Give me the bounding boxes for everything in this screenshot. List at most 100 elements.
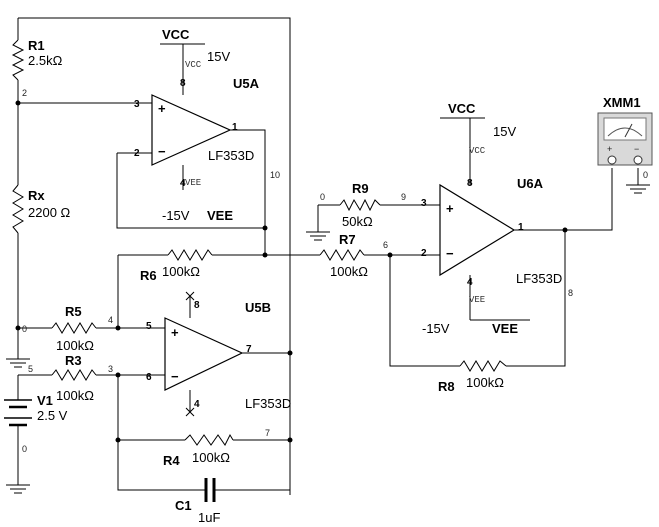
opamp-u5a-pin-1: 1 (232, 122, 238, 133)
opamp-u5b[interactable]: + − 5 6 7 8 4 U5B LF353D (146, 300, 291, 411)
resistor-r8-ref: R8 (438, 379, 455, 394)
opamp-u5a-plus-sign: + (158, 101, 166, 116)
node-4-label: 4 (108, 315, 113, 325)
node-0-r9-label: 0 (320, 192, 325, 202)
opamp-u6a-pin-4: 4 (467, 277, 473, 288)
resistor-r9[interactable]: R9 50kΩ (339, 181, 381, 229)
opamp-u5b-model: LF353D (245, 396, 291, 411)
vcc-pin-tag-u5a: VCC (185, 60, 202, 70)
supply-u5a: VCC 15V VCC VEE -15V VEE (162, 27, 233, 223)
vee-value-u6a: -15V (422, 321, 450, 336)
opamp-u5b-plus-sign: + (171, 325, 179, 340)
opamp-u5a-pin-3: 3 (134, 99, 140, 110)
voltage-source-v1-ref: V1 (37, 393, 53, 408)
node-6-label: 6 (383, 240, 388, 250)
opamp-u5b-pin-6: 6 (146, 372, 152, 383)
resistor-r4[interactable]: R4 100kΩ (163, 433, 234, 468)
resistor-r5[interactable]: R5 100kΩ (51, 304, 97, 353)
capacitor-c1-ref: C1 (175, 498, 192, 513)
opamp-u5a[interactable]: + − 3 2 1 8 4 U5A LF353D (134, 76, 260, 189)
ground-source (6, 484, 30, 494)
resistor-r5-ref: R5 (65, 304, 82, 319)
node-labels: 2 10 0 9 6 8 0 4 0 5 3 0 7 (22, 88, 648, 454)
capacitor-c1-value: 1uF (198, 510, 220, 525)
resistor-r3-value: 100kΩ (56, 388, 94, 403)
resistor-r4-value: 100kΩ (192, 450, 230, 465)
opamp-u6a-minus-sign: − (446, 246, 454, 261)
node-2-label: 2 (22, 88, 27, 98)
voltage-source-v1-value: 2.5 V (37, 408, 68, 423)
opamp-u6a-plus-sign: + (446, 201, 454, 216)
opamp-u5a-pin-8: 8 (180, 78, 186, 89)
vee-value-u5a: -15V (162, 208, 190, 223)
resistor-r6-ref: R6 (140, 268, 157, 283)
opamp-u5a-minus-sign: − (158, 144, 166, 159)
opamp-u5b-pin-7: 7 (246, 344, 252, 355)
resistor-rx[interactable]: Rx 2200 Ω (12, 184, 71, 234)
node-0-left-label: 0 (22, 324, 27, 334)
opamp-u6a-pin-3: 3 (421, 198, 427, 209)
opamp-u5a-model: LF353D (208, 148, 254, 163)
resistor-r8[interactable]: R8 100kΩ (438, 360, 507, 394)
supply-u6a: VCC 15V VCC VEE -15V VEE (422, 101, 518, 336)
opamp-u6a-ref: U6A (517, 176, 544, 191)
vcc-value-u6a: 15V (493, 124, 516, 139)
opamp-u5a-ref: U5A (233, 76, 260, 91)
vee-label-u6a: VEE (492, 321, 518, 336)
resistor-r4-ref: R4 (163, 453, 180, 468)
multimeter-minus: − (634, 144, 639, 154)
opamp-u5b-pin-5: 5 (146, 321, 152, 332)
opamp-u5b-pin-8: 8 (194, 300, 200, 311)
resistor-rx-ref: Rx (28, 188, 45, 203)
resistor-r9-value: 50kΩ (342, 214, 373, 229)
opamp-u6a-pin-1: 1 (518, 222, 524, 233)
capacitor-c1[interactable]: C1 1uF (175, 478, 225, 525)
vcc-value-u5a: 15V (207, 49, 230, 64)
vee-label-u5a: VEE (207, 208, 233, 223)
resistor-r1[interactable]: R1 2.5kΩ (11, 38, 63, 81)
resistor-r7[interactable]: R7 100kΩ (319, 232, 368, 279)
vcc-label-u6a: VCC (448, 101, 476, 116)
node-5-label: 5 (28, 364, 33, 374)
opamp-u5a-pin-2: 2 (134, 148, 140, 159)
resistor-r6[interactable]: R6 100kΩ (140, 249, 213, 283)
opamp-u5b-minus-sign: − (171, 369, 179, 384)
resistor-r5-value: 100kΩ (56, 338, 94, 353)
node-0-meter-label: 0 (643, 170, 648, 180)
resistor-r1-ref: R1 (28, 38, 45, 53)
opamp-u6a-model: LF353D (516, 271, 562, 286)
junctions (15, 100, 568, 443)
node-10-label: 10 (270, 170, 280, 180)
multimeter-xmm1[interactable]: XMM1 + − (597, 95, 653, 166)
opamp-u5a-pin-4: 4 (180, 178, 186, 189)
node-3-label: 3 (108, 364, 113, 374)
resistor-r7-value: 100kΩ (330, 264, 368, 279)
multimeter-plus: + (607, 144, 612, 154)
opamp-u5b-pin-4: 4 (194, 399, 200, 410)
voltage-source-v1[interactable]: V1 2.5 V (4, 393, 68, 427)
ground-r9 (306, 231, 330, 241)
multimeter-ref: XMM1 (603, 95, 641, 110)
resistor-r3[interactable]: R3 100kΩ (51, 353, 97, 403)
opamp-u6a-pin-2: 2 (421, 248, 427, 259)
no-connect-marks (185, 291, 195, 417)
resistor-r8-value: 100kΩ (466, 375, 504, 390)
resistor-r6-value: 100kΩ (162, 264, 200, 279)
node-0-source-label: 0 (22, 444, 27, 454)
resistor-r9-ref: R9 (352, 181, 369, 196)
node-9-label: 9 (401, 192, 406, 202)
ground-meter (626, 184, 650, 194)
opamp-u6a-pin-8: 8 (467, 178, 473, 189)
resistor-r3-ref: R3 (65, 353, 82, 368)
vee-pin-tag-u6a: VEE (469, 295, 485, 305)
resistor-r1-value: 2.5kΩ (28, 53, 63, 68)
vcc-label-u5a: VCC (162, 27, 190, 42)
opamp-u6a[interactable]: + − 3 2 1 8 4 U6A LF353D (421, 176, 562, 288)
vcc-pin-tag-u6a: VCC (469, 146, 486, 156)
node-8-label: 8 (568, 288, 573, 298)
resistor-r7-ref: R7 (339, 232, 356, 247)
resistor-rx-value: 2200 Ω (28, 205, 71, 220)
wires (17, 17, 639, 495)
vee-pin-tag-u5a: VEE (185, 178, 201, 188)
